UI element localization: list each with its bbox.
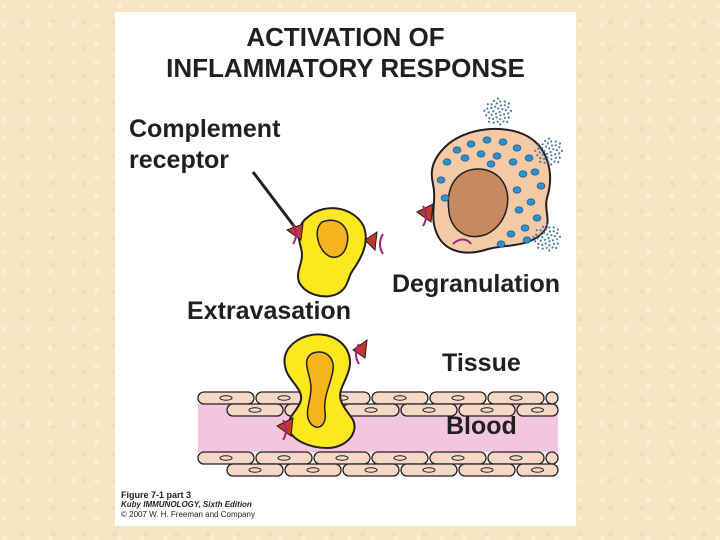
endothelial-cell [226,463,284,477]
endothelial-cell [545,391,559,405]
granule [508,158,518,166]
granule [466,140,476,148]
endothelial-cell [487,391,545,405]
granule [496,240,506,248]
granule [536,182,546,190]
title-line-1: ACTIVATION OF [246,22,445,52]
granule [452,146,462,154]
endothelial-cell [284,463,342,477]
endothelium-bottom [197,451,559,477]
mast-cell [416,97,564,254]
label-complement-line-2: receptor [129,146,230,174]
credit-copyright: © 2007 W. H. Freeman and Company [121,510,255,519]
receptor-extrav-upper [352,338,368,359]
endothelial-cell [516,463,559,477]
granule [524,154,534,162]
granule [518,170,528,178]
granule [476,150,486,158]
diagram-title: ACTIVATION OF INFLAMMATORY RESPONSE [115,22,576,84]
endothelial-cell [313,451,371,465]
extravasating-cell [276,333,368,450]
complement-receptor-pointer [251,171,299,231]
endothelial-cell [429,391,487,405]
granule [436,176,446,184]
label-complement-receptor: Complement receptor [129,114,280,176]
endothelial-cell [429,451,487,465]
granule [532,214,542,222]
granule [514,206,524,214]
granules [436,136,546,248]
granule [482,136,492,144]
endothelial-cell [371,391,429,405]
label-extravasation: Extravasation [187,297,351,325]
label-blood: Blood [446,412,517,440]
endothelial-cell [371,451,429,465]
endothelial-cell [226,403,284,417]
label-complement-line-1: Complement [129,115,281,143]
receptor-right-upper [364,230,378,252]
endothelial-cell [197,451,255,465]
granule [442,158,452,166]
figure-credit: Figure 7-1 part 3 Kuby IMMUNOLOGY, Sixth… [121,490,255,520]
granule [486,160,496,168]
credit-figure: Figure 7-1 part 3 [121,490,192,500]
endothelial-cell [516,403,559,417]
slide-figure: ACTIVATION OF INFLAMMATORY RESPONSE Comp… [115,12,576,526]
granule [492,152,502,160]
endothelial-cell [545,451,559,465]
granule [530,168,540,176]
granule [522,236,532,244]
endothelial-cell [400,403,458,417]
endothelial-cell [255,451,313,465]
endothelial-cell [458,403,516,417]
granule [512,144,522,152]
endothelial-cell [197,391,255,405]
granule [520,224,530,232]
granule [506,230,516,238]
inflammation-diagram [197,97,564,477]
label-tissue: Tissue [442,349,521,377]
granule [526,198,536,206]
upper-cell [285,207,384,298]
endothelial-cell [400,463,458,477]
endothelial-cell [487,451,545,465]
granule [440,194,450,202]
endothelial-cell [342,403,400,417]
label-degranulation: Degranulation [392,270,561,298]
credit-book: Kuby IMMUNOLOGY, Sixth Edition [121,500,252,509]
endothelial-cell [458,463,516,477]
released-granules [483,97,564,252]
granule [460,154,470,162]
endothelial-cell [342,463,400,477]
granule [512,186,522,194]
granule [498,138,508,146]
title-line-2: INFLAMMATORY RESPONSE [166,53,525,83]
